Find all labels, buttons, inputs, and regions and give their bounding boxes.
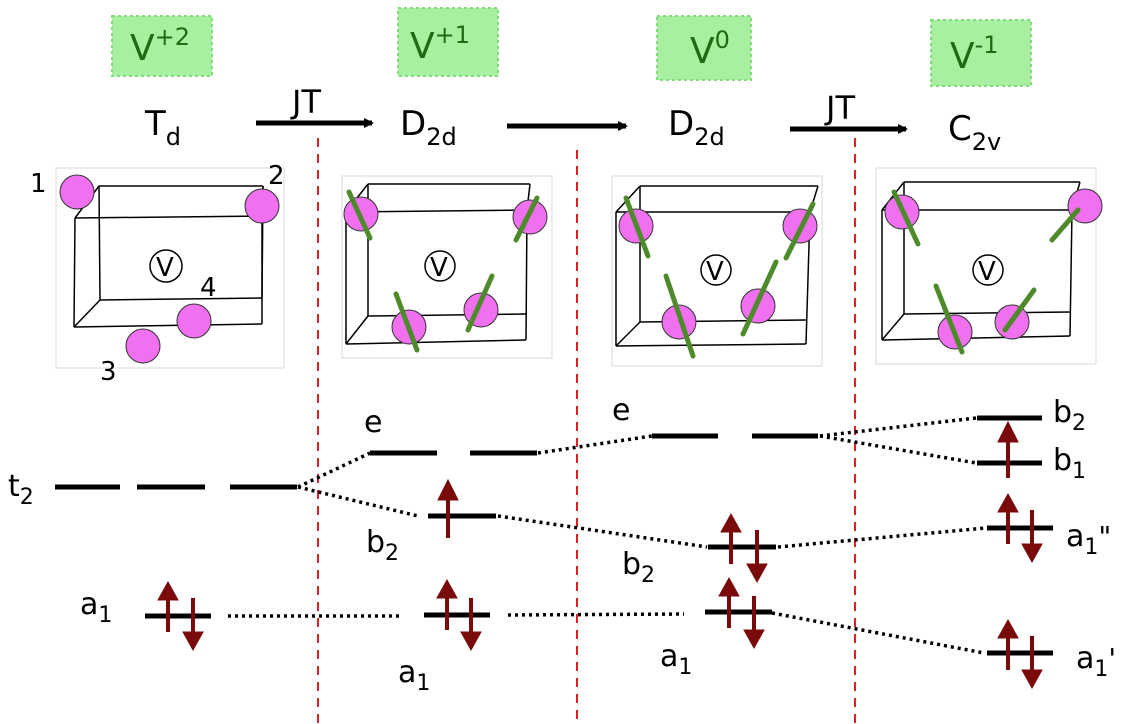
transition-label-0: JT xyxy=(290,83,321,121)
label-t2: t2 xyxy=(8,469,34,510)
structure-panel-0: V 1 2 3 4 xyxy=(30,161,285,387)
charge-sup: +2 xyxy=(155,23,190,51)
svg-text:V-1: V-1 xyxy=(950,31,999,77)
label-a1p-3: a1' xyxy=(1076,641,1116,682)
symmetry-label-2: D2d xyxy=(668,104,725,151)
vacancy-label: V xyxy=(430,253,448,283)
vacancy-label: V xyxy=(156,253,174,283)
transition-label-2: JT xyxy=(824,89,855,127)
charge-base: V xyxy=(950,36,975,77)
charge-state-badges: V+2 V+1 V0 V-1 xyxy=(111,7,1032,87)
svg-text:V+1: V+1 xyxy=(410,21,470,67)
energy-levels xyxy=(55,415,1053,656)
charge-sup: 0 xyxy=(715,26,730,54)
charge-badge-2: V0 xyxy=(656,15,752,81)
charge-badge-1: V+1 xyxy=(397,7,499,77)
charge-base: V xyxy=(130,28,155,69)
structure-panel-2: V xyxy=(611,175,823,367)
structure-panel-3: V xyxy=(875,167,1103,365)
label-e-2: e xyxy=(612,393,630,428)
charge-base: V xyxy=(690,31,715,72)
symmetry-label-1: D2d xyxy=(400,104,457,151)
vacancy-marker xyxy=(424,250,456,282)
charge-sup: +1 xyxy=(435,21,470,49)
atom-number-1: 1 xyxy=(30,169,47,199)
electron-arrows xyxy=(157,420,1043,690)
correlation-lines xyxy=(228,416,987,655)
label-b2-1: b2 xyxy=(366,525,399,566)
symmetry-label-0: Td xyxy=(144,104,181,151)
label-e-1: e xyxy=(364,405,382,440)
vacancy-marker xyxy=(149,249,183,283)
column-dividers xyxy=(317,138,856,724)
label-a1-0: a1 xyxy=(80,587,112,628)
vacancy-marker xyxy=(972,254,1004,286)
transition-arrows xyxy=(256,118,908,134)
symmetry-label-3: C2v xyxy=(948,109,1001,156)
level-labels: t2 e b2 e b2 b2 b1 a1 a1 a1 a1" a1' xyxy=(8,393,1116,696)
symmetry-labels: Td D2d D2d C2v xyxy=(144,104,1001,156)
charge-badge-0: V+2 xyxy=(111,15,213,77)
label-a1-2: a1 xyxy=(660,639,692,680)
charge-sup: -1 xyxy=(975,31,999,59)
label-b2-2: b2 xyxy=(622,547,655,588)
vacancy-label: V xyxy=(706,257,724,287)
svg-text:V0: V0 xyxy=(690,26,730,72)
atom-number-4: 4 xyxy=(200,273,217,303)
atom-number-3: 3 xyxy=(100,357,117,387)
charge-badge-3: V-1 xyxy=(930,19,1032,87)
label-a1pp-3: a1" xyxy=(1066,519,1111,560)
vacancy-label: V xyxy=(978,257,996,287)
vacancy-marker xyxy=(700,254,732,286)
label-a1-1: a1 xyxy=(398,655,430,696)
structure-panel-1: V xyxy=(341,175,553,359)
atom-number-2: 2 xyxy=(268,161,285,191)
charge-base: V xyxy=(410,26,435,67)
svg-text:V+2: V+2 xyxy=(130,23,190,69)
label-b1-3: b1 xyxy=(1053,443,1086,484)
label-b2-3: b2 xyxy=(1053,395,1086,436)
